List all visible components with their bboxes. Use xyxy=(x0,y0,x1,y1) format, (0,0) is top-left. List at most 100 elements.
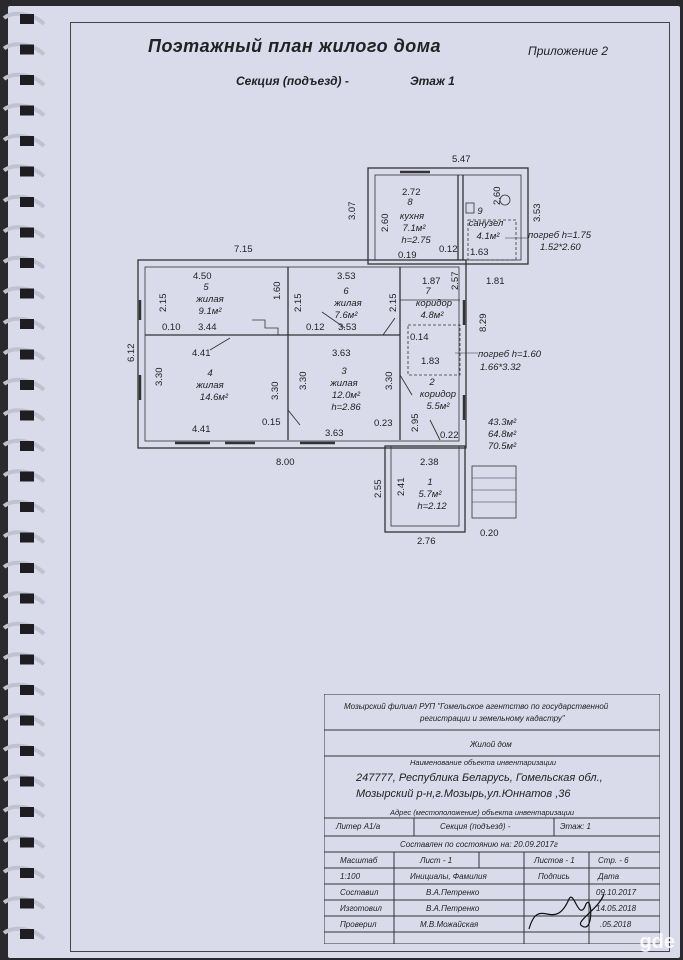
room-7-area: 4.8м² xyxy=(421,310,445,321)
room-9-number: 9 xyxy=(477,206,483,217)
dim-0.23: 0.23 xyxy=(374,418,393,429)
room-3-area: 12.0м² xyxy=(332,390,361,401)
room-6-number: 6 xyxy=(343,286,349,297)
dim-6.12: 6.12 xyxy=(126,344,137,363)
stamp-org: Мозырский филиал РУП "Гомельское агентст… xyxy=(344,702,609,711)
title-block xyxy=(324,694,660,944)
dim-4.50: 4.50 xyxy=(193,271,212,282)
stair-symbol xyxy=(252,319,279,335)
room-1-height: h=2.12 xyxy=(417,501,447,512)
dim-2.76: 2.76 xyxy=(417,536,436,547)
binding-hole xyxy=(20,258,34,268)
dim-7.15: 7.15 xyxy=(234,244,253,255)
binding-hole xyxy=(20,807,34,817)
stamp-role-2: Изготовил xyxy=(340,904,382,913)
room-5-area: 9.1м² xyxy=(199,306,223,317)
stamp-sheets-label: Листов - 1 xyxy=(534,856,575,865)
binding-hole xyxy=(20,44,34,55)
dim-0.22: 0.22 xyxy=(440,430,459,441)
total-area-3: 70.5м² xyxy=(488,441,517,452)
dim-1.83: 1.83 xyxy=(421,356,440,367)
room-1-number: 1 xyxy=(427,477,432,488)
stamp-date-label: Дата xyxy=(598,872,620,881)
dim-3.30-room3b: 3.30 xyxy=(384,372,395,391)
dim-1.60: 1.60 xyxy=(272,282,283,301)
room-2-name: коридор xyxy=(420,389,456,400)
section-label: Секция (подъезд) - xyxy=(236,74,349,88)
binding-hole xyxy=(20,410,34,421)
stamp-object-caption: Наименование объекта инвентаризации xyxy=(410,758,557,767)
stamp-sheet-label: Лист - 1 xyxy=(420,856,453,865)
dim-3.44: 3.44 xyxy=(198,322,217,333)
stamp-scale-label: Масштаб xyxy=(340,856,378,865)
dim-0.20: 0.20 xyxy=(480,528,499,539)
dim-4.41-bottom: 4.41 xyxy=(192,424,211,435)
stamp-name-3: М.В.Можайская xyxy=(420,920,479,929)
binding-hole xyxy=(20,929,34,939)
binding-hole xyxy=(20,471,34,482)
porch-inner xyxy=(390,445,460,527)
binding-hole xyxy=(20,136,34,146)
binding-hole xyxy=(20,380,34,390)
dim-2.15-room6a: 2.15 xyxy=(293,294,304,313)
stamp-page-label: Стр. - 6 xyxy=(598,856,629,865)
binding-hole xyxy=(20,593,34,604)
binding-hole xyxy=(20,532,34,543)
dim-0.19: 0.19 xyxy=(398,250,417,261)
dim-3.53-annex: 3.53 xyxy=(532,204,543,223)
dim-5.47: 5.47 xyxy=(452,154,471,165)
binding-hole xyxy=(20,227,34,238)
binding-hole xyxy=(20,105,34,116)
dim-2.95: 2.95 xyxy=(410,414,421,433)
stamp-address-1: 247777, Республика Беларусь, Гомельская … xyxy=(356,772,603,784)
dim-0.15: 0.15 xyxy=(262,417,281,428)
cellar-1-outline xyxy=(467,219,517,261)
dim-2.41: 2.41 xyxy=(396,478,407,497)
drawing-frame xyxy=(70,22,670,952)
room-8-name: кухня xyxy=(400,211,424,222)
room-3-number: 3 xyxy=(341,366,347,377)
stamp-date-3: .05.2018 xyxy=(600,920,632,929)
binding-hole xyxy=(20,563,34,573)
floor-label: Этаж 1 xyxy=(410,74,455,88)
dim-0.10: 0.10 xyxy=(162,322,181,333)
steps xyxy=(471,465,517,519)
room-1-area: 5.7м² xyxy=(419,489,443,500)
stamp-date-1: 09.10.2017 xyxy=(596,888,637,897)
dim-2.38: 2.38 xyxy=(420,457,439,468)
binding-hole xyxy=(20,349,34,360)
room-9-name: санузел xyxy=(469,218,504,229)
dim-2.60-wc: 2.60 xyxy=(492,187,503,206)
dim-1.87: 1.87 xyxy=(422,276,441,287)
room-4-name: жилая xyxy=(195,380,224,391)
total-area-1: 43.3м² xyxy=(488,417,517,428)
binding-hole xyxy=(20,715,34,726)
room-7-name: коридор xyxy=(416,298,452,309)
room-5-number: 5 xyxy=(203,282,209,293)
binding-hole xyxy=(20,624,34,634)
dim-3.53-room6: 3.53 xyxy=(337,271,356,282)
binding-hole xyxy=(20,319,34,329)
dim-0.12-room6: 0.12 xyxy=(306,322,325,333)
stamp-object: Жилой дом xyxy=(470,740,512,749)
binding-hole xyxy=(20,685,34,695)
dim-2.55: 2.55 xyxy=(373,480,384,499)
page-title: Поэтажный план жилого дома xyxy=(148,36,442,56)
stamp-address-2: Мозырский р-н,г.Мозырь,ул.Юннатов ,36 xyxy=(356,788,571,800)
room-2-number: 2 xyxy=(428,377,435,388)
spiral-binding xyxy=(2,11,46,941)
paper-sheet xyxy=(8,6,680,958)
dim-8.00: 8.00 xyxy=(276,457,295,468)
room-6-name: жилая xyxy=(333,298,362,309)
cellar-2-size: 1.66*3.32 xyxy=(480,362,521,373)
room-8-height: h=2.75 xyxy=(401,235,431,246)
binding-hole xyxy=(20,166,34,177)
binding-hole xyxy=(20,75,34,85)
stamp-scale-value: 1:100 xyxy=(340,872,361,881)
dim-2.60-kitchen: 2.60 xyxy=(380,214,391,233)
dim-3.30-room4: 3.30 xyxy=(154,368,165,387)
dim-2.15-room6b: 2.15 xyxy=(388,294,399,313)
binding-hole xyxy=(20,868,34,878)
binding-hole xyxy=(20,197,34,207)
room-4-number: 4 xyxy=(207,368,212,379)
